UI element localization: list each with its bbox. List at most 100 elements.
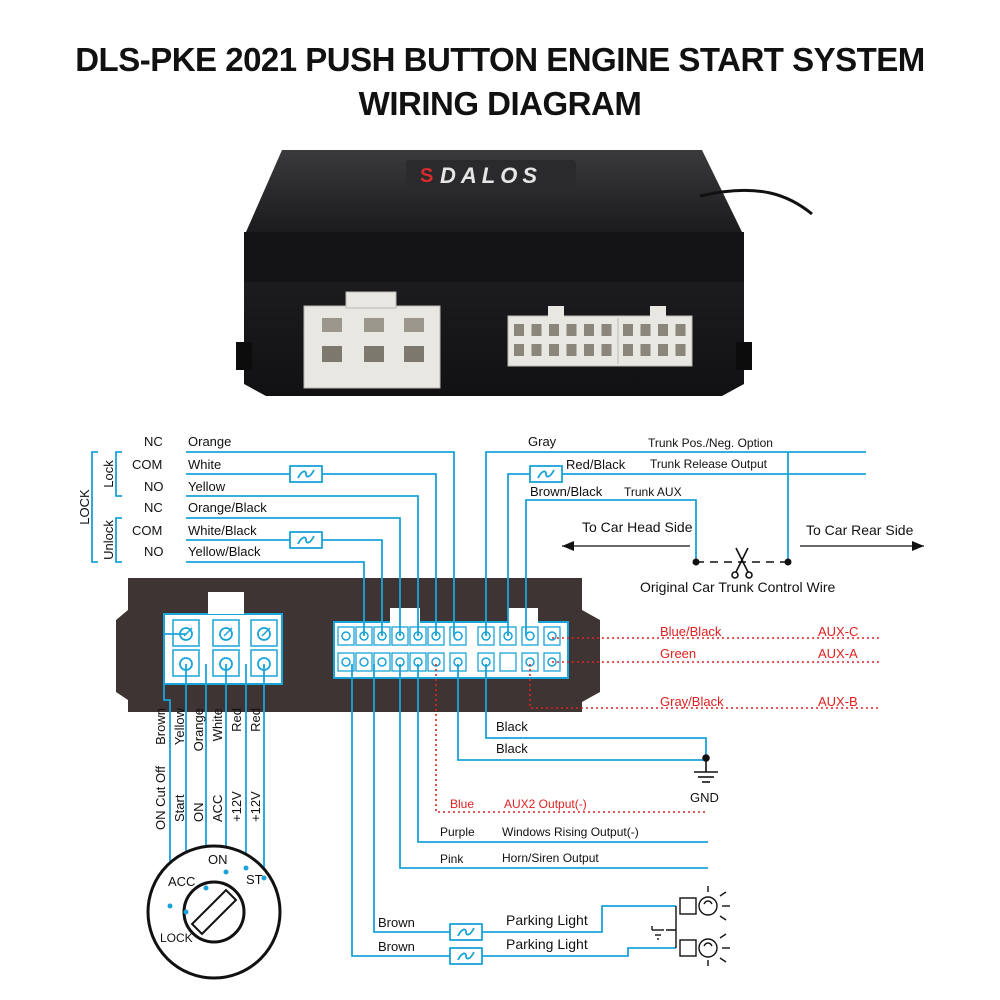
module-top bbox=[246, 150, 742, 232]
ignition-pin bbox=[250, 619, 278, 647]
main-plug-pin bbox=[521, 626, 539, 646]
main-plug-pin bbox=[337, 626, 355, 646]
photo-pin bbox=[675, 344, 686, 356]
ignition-pin bbox=[172, 619, 200, 647]
main-plug-pin bbox=[373, 652, 391, 672]
photo-pin bbox=[601, 344, 612, 356]
wire-brown-2 bbox=[351, 664, 676, 957]
module-foot-left bbox=[236, 342, 252, 370]
fuse-lock-com-symbol bbox=[297, 469, 315, 479]
trunk-gray-label: Gray bbox=[528, 434, 557, 449]
arrow-rear-side-tip bbox=[912, 541, 924, 551]
ground-wire-2: Black bbox=[496, 741, 528, 756]
wire-gray bbox=[485, 451, 866, 636]
switch-pos-on: ON bbox=[208, 852, 228, 867]
ign-func-6: +12V bbox=[248, 791, 263, 822]
main-plug-pin bbox=[409, 652, 427, 672]
parking-desc-2: Parking Light bbox=[506, 936, 588, 952]
photo-pin bbox=[514, 344, 524, 356]
product-module: S DALOS bbox=[236, 150, 813, 396]
wire-pink bbox=[399, 664, 708, 869]
trunk-rear-side: To Car Rear Side bbox=[806, 522, 914, 538]
photo-pin bbox=[531, 324, 542, 336]
output-desc-3: Horn/Siren Output bbox=[502, 851, 599, 865]
photo-pin bbox=[640, 324, 651, 336]
photo-pin bbox=[584, 344, 594, 356]
ground-icon bbox=[694, 754, 718, 783]
white-connector-6pin bbox=[303, 291, 441, 389]
scissors-icon bbox=[731, 547, 753, 579]
parking-wire-1: Brown bbox=[378, 915, 415, 930]
parking-light-bulbs bbox=[651, 886, 730, 966]
wire-white bbox=[186, 473, 437, 636]
ign-wire-6: Red bbox=[248, 708, 263, 732]
ign-wire-2: Yellow bbox=[172, 707, 187, 745]
arrow-head-side-tip bbox=[562, 541, 574, 551]
bulb-icon-2 bbox=[679, 933, 730, 966]
aux-a-name: AUX-A bbox=[818, 646, 858, 661]
parking-wire-2: Brown bbox=[378, 939, 415, 954]
lock-group-bracket bbox=[91, 451, 98, 563]
wire-brown-1 bbox=[373, 664, 676, 933]
main-plug-pin bbox=[355, 652, 373, 672]
relay-term-3: NO bbox=[144, 479, 164, 494]
brand-plate bbox=[406, 160, 576, 188]
relay-term-4: NC bbox=[144, 500, 163, 515]
fuse-unlock-com-symbol bbox=[297, 535, 315, 545]
trunk-original-wire bbox=[562, 541, 924, 579]
lock-bracket bbox=[115, 451, 122, 497]
photo-pin bbox=[640, 344, 651, 356]
ign-wire-1: Brown bbox=[153, 708, 168, 745]
fuse-trunk-symbol bbox=[537, 469, 555, 479]
ignition-pin bbox=[212, 619, 240, 647]
switch-pos-acc: ACC bbox=[168, 874, 195, 889]
photo-pin bbox=[658, 324, 668, 336]
switch-pos-st: ST bbox=[246, 872, 263, 887]
trunk-head-side: To Car Head Side bbox=[582, 519, 693, 535]
wire-yellow-black bbox=[186, 561, 365, 636]
relay-term-2: COM bbox=[132, 457, 162, 472]
brand-name: DALOS bbox=[440, 163, 542, 188]
photo-pin bbox=[566, 344, 577, 356]
title-line-2: WIRING DIAGRAM bbox=[358, 85, 642, 122]
wire-ign-yellow bbox=[163, 633, 186, 906]
main-plug-pin bbox=[543, 626, 561, 646]
parking-desc-1: Parking Light bbox=[506, 912, 588, 928]
photo-pin bbox=[675, 324, 686, 336]
main-plug-pin bbox=[499, 652, 517, 672]
relay-term-6: NO bbox=[144, 544, 164, 559]
relay-wire-3: Yellow bbox=[188, 479, 226, 494]
wire-junction-head bbox=[692, 558, 700, 566]
unlock-bracket bbox=[115, 517, 122, 563]
relay-wire-4: Orange/Black bbox=[188, 500, 267, 515]
ign-wire-3: Orange bbox=[191, 708, 206, 751]
ign-wire-4: White bbox=[210, 708, 225, 741]
main-plug-pin bbox=[449, 626, 467, 646]
module-lid-edge bbox=[244, 232, 744, 282]
ground-wire-1: Black bbox=[496, 719, 528, 734]
trunk-brown-black-desc: Trunk AUX bbox=[624, 485, 682, 499]
ignition-plug-key bbox=[208, 592, 244, 614]
photo-pin bbox=[531, 344, 542, 356]
antenna-wire bbox=[699, 188, 813, 216]
wire-brown-black bbox=[525, 499, 697, 636]
relay-wire-1: Orange bbox=[188, 434, 231, 449]
wire-orange bbox=[186, 451, 455, 636]
ign-func-1: ON Cut Off bbox=[153, 766, 168, 830]
aux-b-wire: Gray/Black bbox=[660, 694, 724, 709]
white-connector-20pin bbox=[507, 306, 693, 367]
page-title: DLS-PKE 2021 PUSH BUTTON ENGINE START SY… bbox=[0, 38, 1000, 126]
fuse-parking-1-symbol bbox=[457, 927, 475, 937]
aux-c-wire: Blue/Black bbox=[660, 624, 722, 639]
ground-label: GND bbox=[690, 790, 719, 805]
wire-black-1 bbox=[485, 664, 707, 756]
aux-a-wire: Green bbox=[660, 646, 696, 661]
module-foot-right bbox=[736, 342, 752, 370]
relay-wire-5: White/Black bbox=[188, 523, 257, 538]
trunk-red-black-label: Red/Black bbox=[566, 457, 626, 472]
photo-pin bbox=[549, 324, 559, 336]
switch-pos-lock: LOCK bbox=[160, 931, 193, 945]
output-wire-1: Blue bbox=[450, 797, 474, 811]
ign-func-2: Start bbox=[172, 794, 187, 822]
schematic-module bbox=[116, 578, 600, 712]
